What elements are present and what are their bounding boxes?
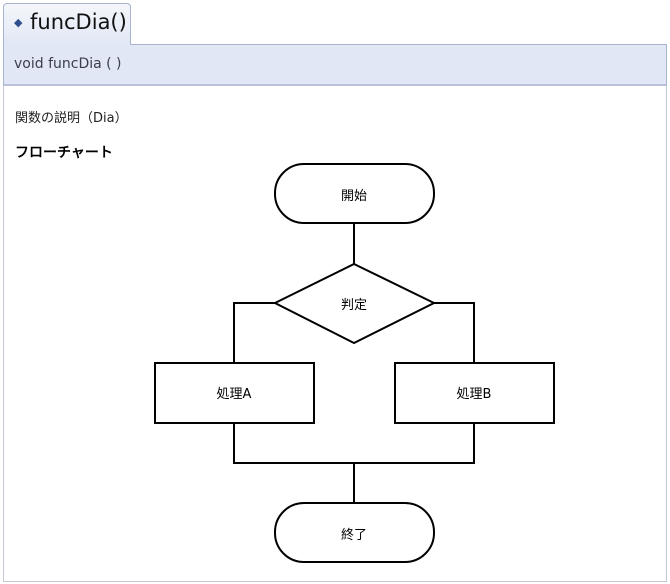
connector-decision-b	[434, 302, 475, 363]
end-node	[274, 502, 435, 563]
start-label: 開始	[341, 189, 367, 204]
decision-node	[272, 262, 437, 345]
tab-title: funcDia()	[30, 10, 127, 34]
end-label: 終了	[341, 527, 367, 543]
process-a-node	[154, 362, 315, 424]
function-tab[interactable]: ◆ funcDia()	[3, 3, 131, 45]
function-signature: void funcDia ( )	[14, 56, 122, 72]
process-b-label: 処理B	[457, 387, 492, 402]
signature-bar: void funcDia ( )	[3, 44, 667, 86]
connector-decision-a	[233, 302, 275, 363]
start-node	[274, 163, 435, 224]
function-description: 関数の説明（Dia）	[15, 111, 128, 126]
process-b-node	[394, 362, 555, 424]
flowchart-heading: フローチャート	[15, 145, 113, 161]
decision-label: 判定	[341, 298, 367, 313]
diamond-icon: ◆	[14, 16, 23, 29]
connector-merge	[233, 423, 475, 464]
process-a-label: 処理A	[217, 387, 252, 402]
